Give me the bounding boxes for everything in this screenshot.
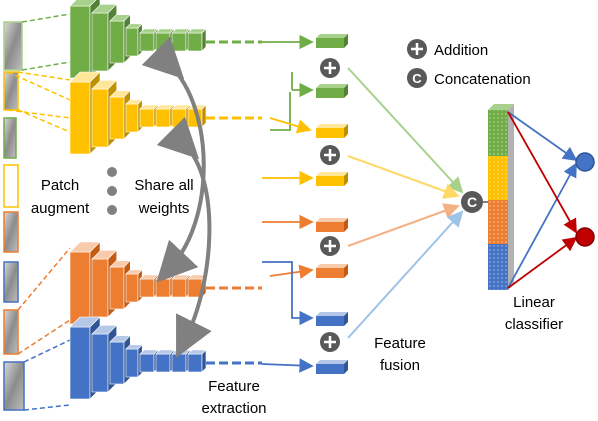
concatenation-icon: C: [461, 191, 483, 213]
output-node-red: [575, 227, 595, 247]
branch-blue: [69, 316, 262, 400]
conv-block-yellow-7: [171, 104, 191, 128]
svg-text:C: C: [467, 194, 477, 210]
feature-block-yellow-1: [316, 124, 348, 138]
feature-block-yellow-2: [316, 172, 348, 186]
feature-fusion-label-1: Feature: [374, 335, 426, 352]
feature-block-green-2: [316, 84, 348, 98]
feature-block-blue-2: [316, 360, 348, 374]
share-weights-label-2: weights: [138, 200, 190, 217]
branch-orange: [69, 241, 262, 325]
share-weights-arrows: [141, 36, 212, 358]
patch-augment-label-1: Patch: [41, 177, 79, 194]
conv-block-blue-7: [171, 349, 191, 373]
concatenation-label: Concatenation: [434, 71, 531, 88]
conv-block-green-8: [187, 28, 207, 52]
concatenation-legend-symbol: C: [412, 71, 422, 86]
addition-nodes: [320, 58, 340, 352]
branch-yellow: [69, 71, 262, 155]
patch-image: [3, 309, 19, 355]
feature-block-orange-2: [316, 264, 348, 278]
patch-image: [3, 164, 19, 208]
patch-augment-label-2: augment: [31, 200, 90, 217]
branch-green: [69, 0, 262, 79]
text-labels: Patch augment Share all weights Feature …: [31, 177, 563, 417]
conv-block-orange-6: [155, 274, 175, 298]
patch-image: [3, 117, 17, 159]
legend-concatenation: C Concatenation: [407, 68, 531, 88]
feature-extraction-label-1: Feature: [208, 378, 260, 395]
conv-block-blue-5: [139, 349, 159, 373]
conv-block-green-4: [125, 23, 143, 57]
addition-icon: [320, 236, 340, 256]
patch-image: [3, 361, 25, 411]
patch-image: [3, 71, 19, 111]
fusion-arrows: [347, 67, 464, 339]
linear-classifier-label-2: classifier: [505, 316, 563, 333]
feature-block-green-1: [316, 34, 348, 48]
conv-block-green-7: [171, 28, 191, 52]
feature-vectors: [316, 34, 348, 374]
ellipsis-dots: [107, 167, 117, 215]
routing-arrows: [262, 72, 312, 326]
addition-label: Addition: [434, 42, 488, 59]
legend: Addition C Concatenation: [407, 39, 531, 88]
addition-icon: [320, 332, 340, 352]
patch-image: [3, 21, 23, 71]
feature-fusion-label-2: fusion: [380, 357, 420, 374]
conv-block-yellow-5: [139, 104, 159, 128]
branch-networks: [69, 0, 314, 400]
projection-lines: [7, 13, 71, 411]
legend-addition: Addition: [407, 39, 488, 59]
conv-block-orange-7: [171, 274, 191, 298]
conv-block-blue-6: [155, 349, 175, 373]
linear-classifier-label-1: Linear: [513, 294, 555, 311]
addition-icon: [320, 145, 340, 165]
feature-block-blue-1: [316, 312, 348, 326]
blue-feature-arrow: [261, 358, 314, 373]
conv-block-green-5: [139, 28, 159, 52]
patch-images: [3, 21, 25, 411]
feature-block-orange-1: [316, 218, 348, 232]
concatenation-legend-icon: [407, 68, 427, 88]
share-weights-label-1: Share all: [134, 177, 193, 194]
classifier-arrows: [507, 111, 578, 289]
conv-block-green-6: [155, 28, 175, 52]
conv-block-yellow-6: [155, 104, 175, 128]
feature-extraction-label-2: extraction: [201, 400, 266, 417]
addition-icon: [320, 58, 340, 78]
patch-image: [3, 261, 19, 303]
patch-image: [3, 211, 19, 253]
concatenated-vector: [488, 104, 514, 290]
output-node-blue: [575, 152, 595, 172]
conv-block-blue-8: [187, 349, 207, 373]
conv-block-orange-5: [139, 274, 159, 298]
